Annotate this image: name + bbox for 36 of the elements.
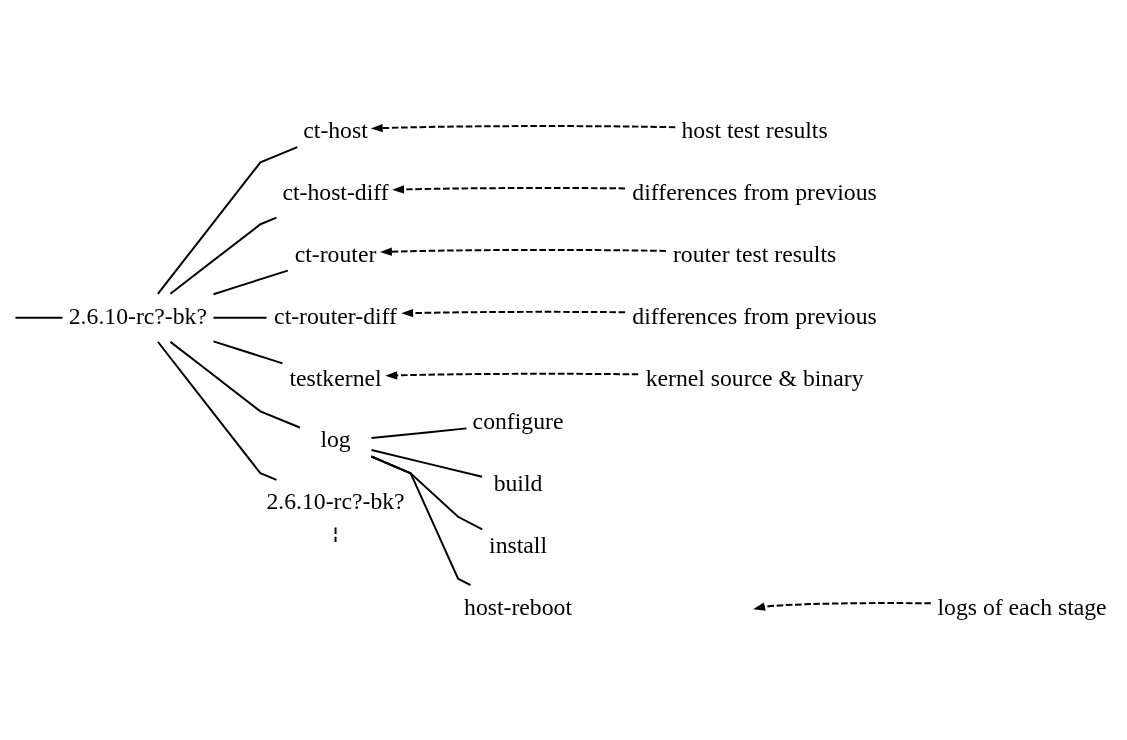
node-text: build [493,469,543,496]
arrow [392,184,627,194]
connector [334,525,337,543]
node-text: ct-router [294,240,377,267]
node-text: configure [472,407,564,434]
node-text: differences from previous [632,302,877,329]
connector [169,340,301,429]
connector [169,216,278,295]
connector [212,339,284,364]
connector [370,448,484,478]
connector [156,145,299,295]
node-text: host test results [681,116,828,143]
node-text: ct-host [303,116,368,143]
arrow [370,123,677,132]
node-text: log [320,425,351,452]
arrow [385,370,640,380]
node-text: install [489,531,548,558]
connector [370,426,468,439]
node-text: router test results [672,240,837,267]
node-text: ct-router-diff [274,302,397,329]
arrow [753,601,932,611]
connector [14,316,64,319]
connector [212,316,268,319]
connector [156,340,278,481]
arrow [401,308,627,317]
node-text: logs of each stage [937,593,1107,620]
node-text: 2.6.10-rc?-bk? [266,487,405,514]
arrow [380,247,667,256]
node-text: differences from previous [632,178,877,205]
connector [212,269,289,295]
node-text: ct-host-diff [282,178,389,205]
node-text: testkernel [289,364,382,391]
node-text: 2.6.10-rc?-bk? [68,302,207,329]
connector [370,454,472,586]
node-text: host-reboot [464,593,573,620]
node-text: kernel source & binary [645,364,864,391]
